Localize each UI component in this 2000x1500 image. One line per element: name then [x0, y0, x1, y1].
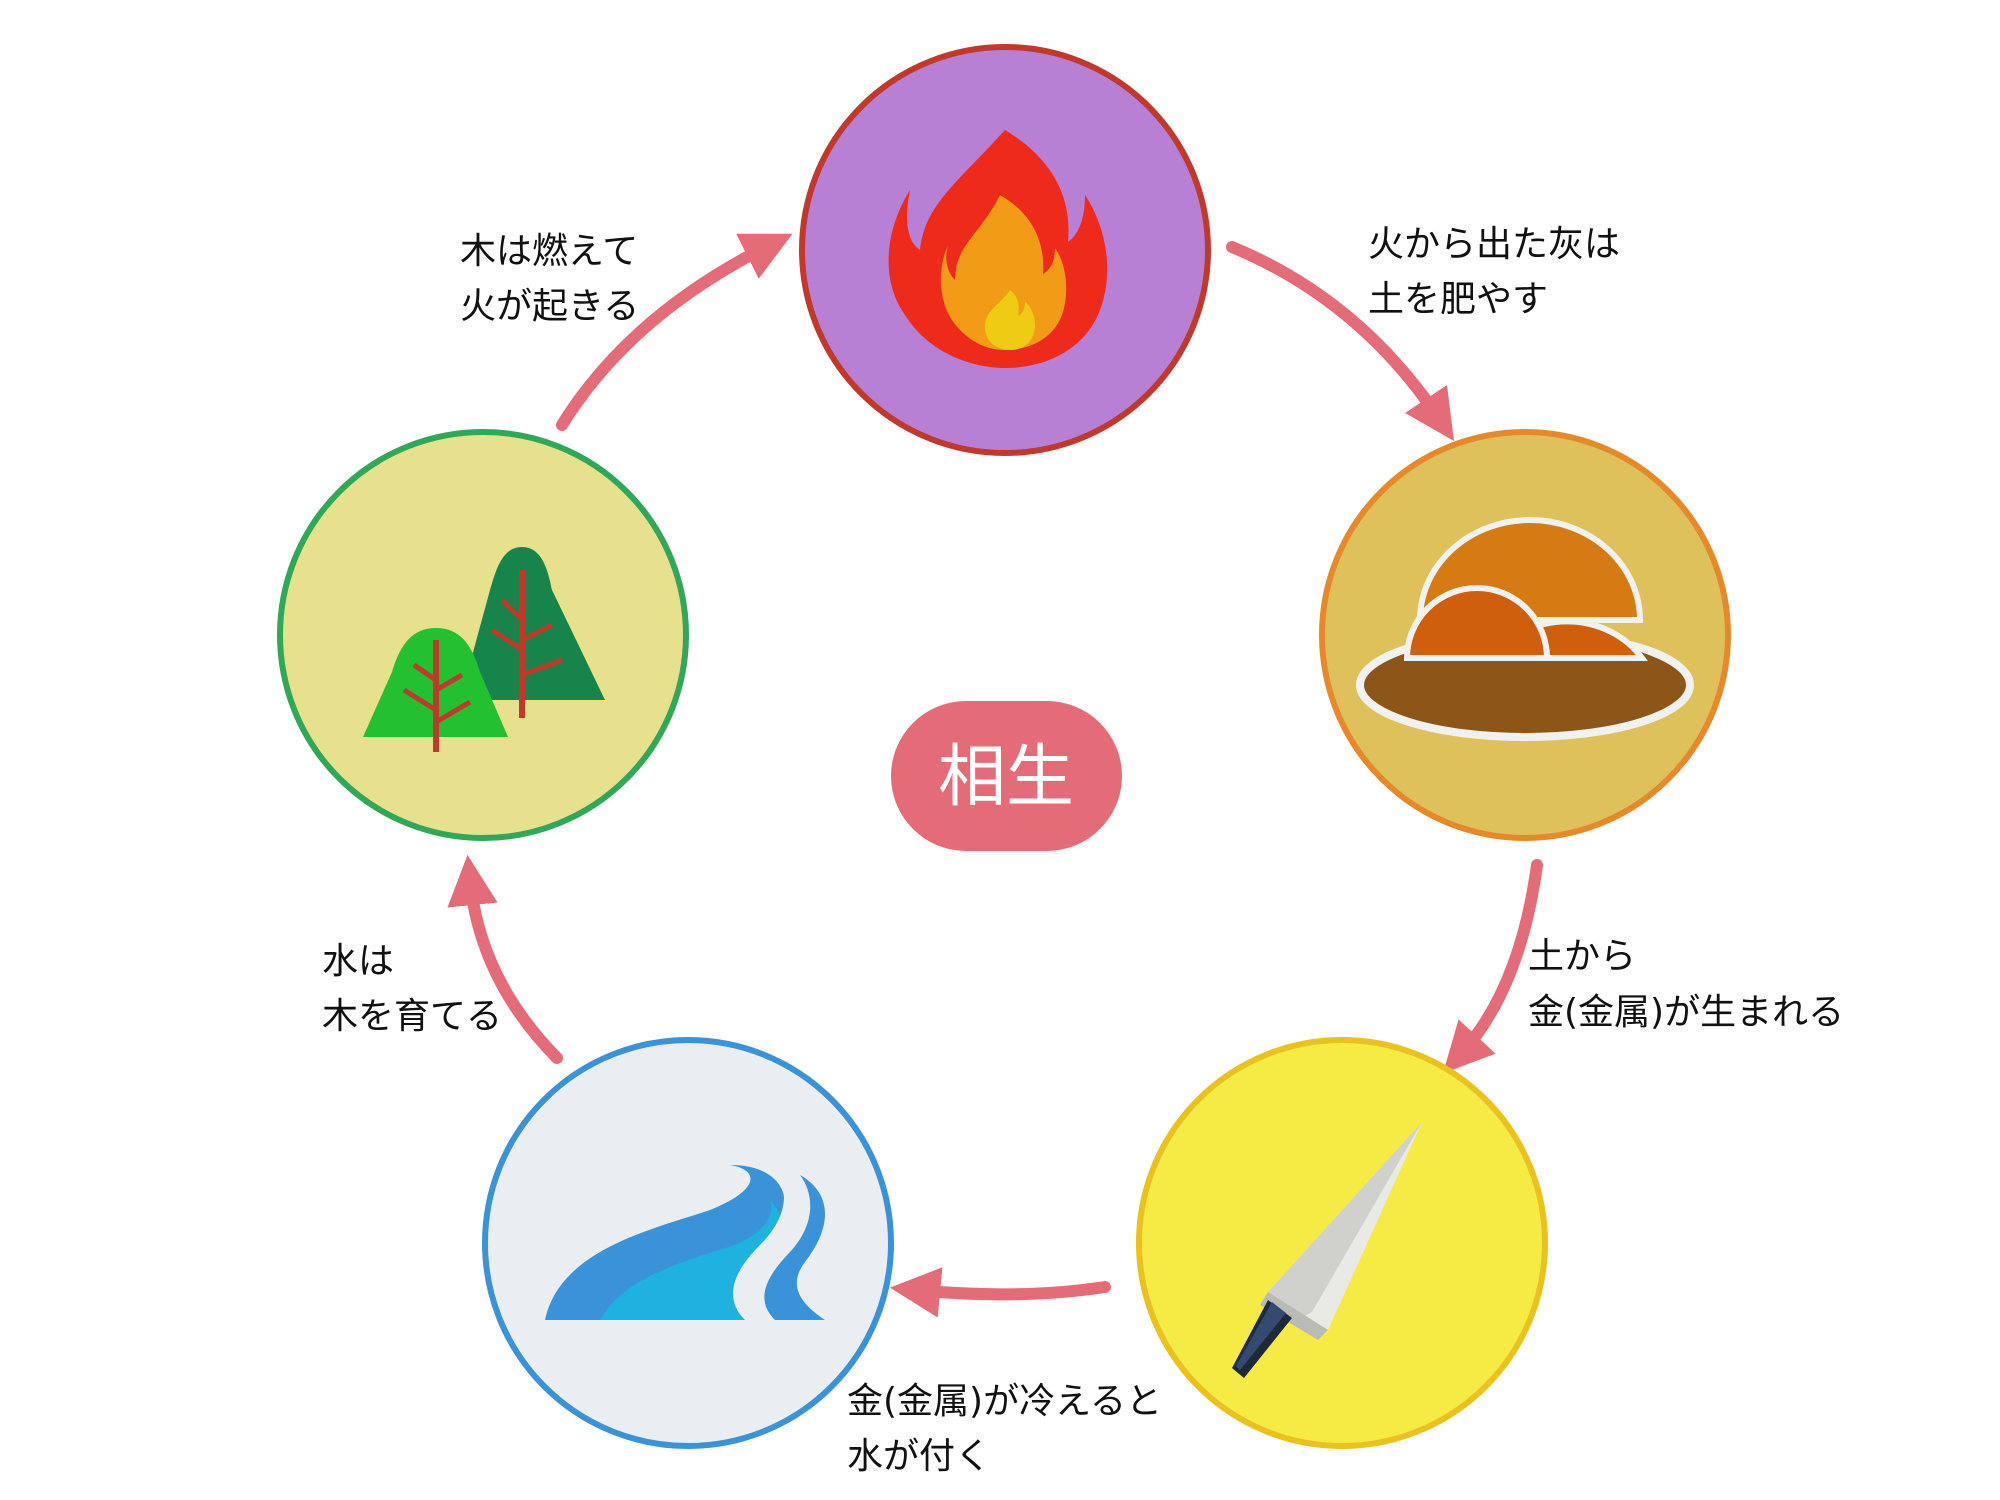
caption-earth-to-metal-line1: 土から	[1528, 936, 1636, 977]
cycle-arrows	[447, 233, 1543, 1318]
center-badge-pill	[891, 701, 1122, 851]
trees-icon	[363, 547, 605, 752]
caption-water-to-wood: 水は 木を育てる	[322, 941, 502, 1037]
wood-node	[277, 429, 689, 841]
caption-wood-to-fire-line1: 木は燃えて	[460, 231, 638, 272]
flame-icon	[888, 130, 1108, 368]
earth-node	[1319, 429, 1731, 841]
caption-fire-to-earth: 火から出た灰は 土を肥やす	[1368, 224, 1620, 320]
caption-metal-to-water-line1: 金(金属)が冷えると	[847, 1381, 1162, 1422]
caption-metal-to-water-line2: 水が付く	[847, 1436, 991, 1477]
center-badge: 相生	[891, 701, 1122, 851]
arrow-earth-to-metal	[1442, 859, 1543, 1074]
caption-fire-to-earth-line1: 火から出た灰は	[1368, 224, 1620, 265]
metal-node	[1136, 1037, 1548, 1449]
caption-fire-to-earth-line2: 土を肥やす	[1368, 279, 1548, 320]
arrow-wood-to-fire	[556, 233, 793, 431]
soil-bowl-icon	[1356, 517, 1694, 741]
blade-icon	[1232, 1122, 1422, 1378]
caption-wood-to-fire: 木は燃えて 火が起きる	[460, 231, 639, 327]
arrow-fire-to-earth	[1226, 241, 1454, 441]
arrow-water-to-wood	[447, 854, 563, 1064]
caption-wood-to-fire-line2: 火が起きる	[460, 286, 639, 327]
arrow-metal-to-water	[889, 1267, 1111, 1318]
river-icon	[545, 1165, 825, 1320]
fire-node	[799, 44, 1211, 456]
caption-earth-to-metal-line2: 金(金属)が生まれる	[1528, 992, 1844, 1033]
caption-earth-to-metal: 土から 金(金属)が生まれる	[1528, 936, 1844, 1033]
caption-metal-to-water: 金(金属)が冷えると 水が付く	[847, 1381, 1162, 1477]
center-label: 相生	[938, 738, 1074, 817]
caption-water-to-wood-line1: 水は	[322, 941, 394, 982]
water-node	[482, 1037, 894, 1449]
caption-water-to-wood-line2: 木を育てる	[322, 996, 502, 1037]
